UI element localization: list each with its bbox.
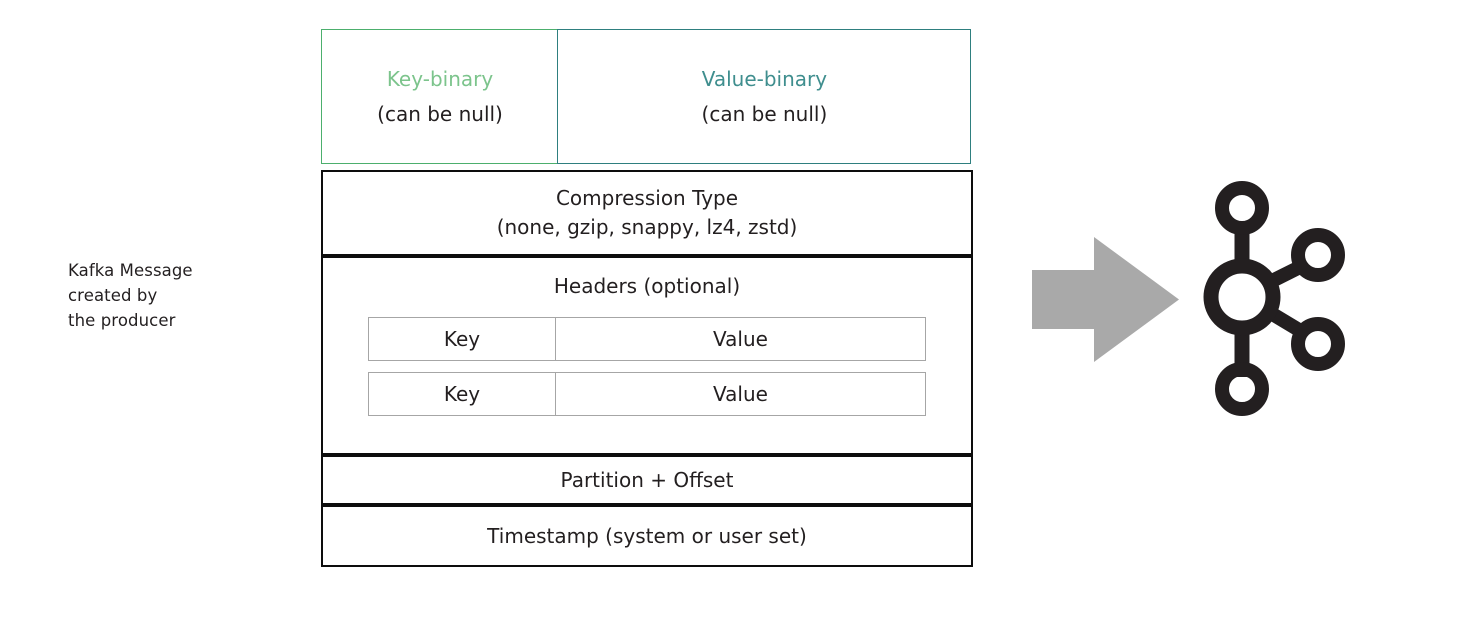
key-binary-subtitle: (can be null) (377, 102, 503, 126)
value-binary-title: Value-binary (701, 67, 828, 91)
partition-offset-label: Partition + Offset (560, 467, 734, 492)
header-row: Key Value (368, 317, 926, 361)
timestamp-label: Timestamp (system or user set) (487, 523, 807, 548)
compression-type-title: Compression Type (555, 186, 739, 210)
kafka-message-record: Key-binary (can be null) Value-binary (c… (321, 29, 973, 569)
compression-type-band: Compression Type (none, gzip, snappy, lz… (321, 170, 973, 256)
caption-line-3: the producer (68, 311, 176, 330)
header-key-cell: Key (369, 373, 556, 415)
header-value-cell: Value (713, 327, 768, 351)
header-key-cell: Key (369, 318, 556, 360)
compression-type-options: (none, gzip, snappy, lz4, zstd) (496, 215, 798, 239)
header-value-cell: Value (713, 382, 768, 406)
key-value-row: Key-binary (can be null) Value-binary (c… (321, 29, 973, 164)
timestamp-band: Timestamp (system or user set) (321, 505, 973, 567)
headers-title: Headers (optional) (553, 274, 741, 298)
kafka-message-caption: Kafka Message created by the producer (68, 258, 293, 333)
headers-band: Headers (optional) Key Value Key Value (321, 256, 973, 455)
caption-line-2: created by (68, 286, 158, 305)
header-row: Key Value (368, 372, 926, 416)
key-binary-box: Key-binary (can be null) (321, 29, 559, 164)
right-arrow-icon (1032, 237, 1179, 362)
caption-line-1: Kafka Message (68, 261, 193, 280)
kafka-logo-icon (1198, 181, 1350, 417)
value-binary-box: Value-binary (can be null) (557, 29, 972, 164)
partition-offset-band: Partition + Offset (321, 455, 973, 505)
value-binary-subtitle: (can be null) (701, 102, 828, 126)
key-binary-title: Key-binary (386, 67, 494, 91)
